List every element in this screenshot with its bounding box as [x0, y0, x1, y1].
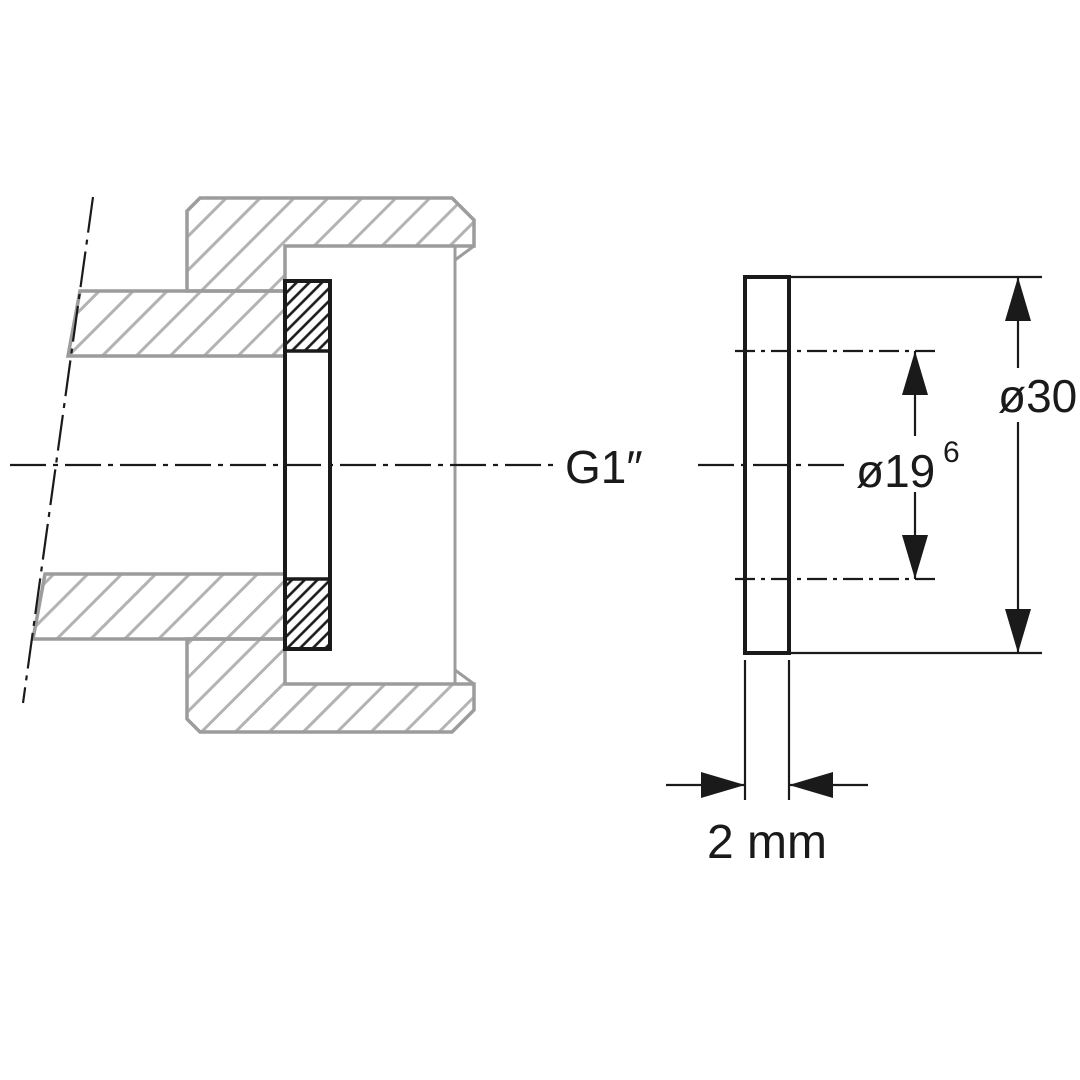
- gasket-section-top-hatch: [283, 279, 332, 353]
- centerline-diagonal: [21, 196, 95, 704]
- label-backing-id: [850, 436, 972, 492]
- nut-cross-section-bottom: [185, 637, 476, 734]
- outer-diameter-label: ø30: [998, 370, 1077, 422]
- arrow-thickness-left-icon: [789, 772, 833, 798]
- arrow-od-down-icon: [1005, 609, 1031, 653]
- gasket-side-view-group: ø30 ø19 6 2 mm: [666, 275, 1080, 869]
- pipe-wall-top: [65, 289, 287, 358]
- dimension-id: ø19 6: [850, 351, 972, 579]
- gasket-section-bottom-hatch: [283, 577, 332, 651]
- arrow-od-up-icon: [1005, 277, 1031, 321]
- nut-cross-section-top: [185, 196, 476, 293]
- nut-inner-chamfer-top: [454, 244, 475, 262]
- inner-diameter-label: ø19: [856, 445, 935, 497]
- thread-size-label: G1″: [565, 441, 643, 493]
- dimension-od: ø30: [992, 277, 1080, 653]
- inner-diameter-tolerance-sup: 6: [943, 436, 960, 469]
- thickness-label: 2 mm: [707, 816, 827, 869]
- fitting-section-view: [10, 196, 553, 734]
- dimension-thickness: 2 mm: [666, 660, 868, 869]
- label-backing-od: [992, 368, 1080, 422]
- nut-inner-chamfer-bottom: [454, 668, 475, 686]
- arrow-id-up-icon: [902, 351, 928, 395]
- arrow-thickness-right-icon: [701, 772, 745, 798]
- arrow-id-down-icon: [902, 535, 928, 579]
- pipe-wall-bottom: [30, 572, 287, 641]
